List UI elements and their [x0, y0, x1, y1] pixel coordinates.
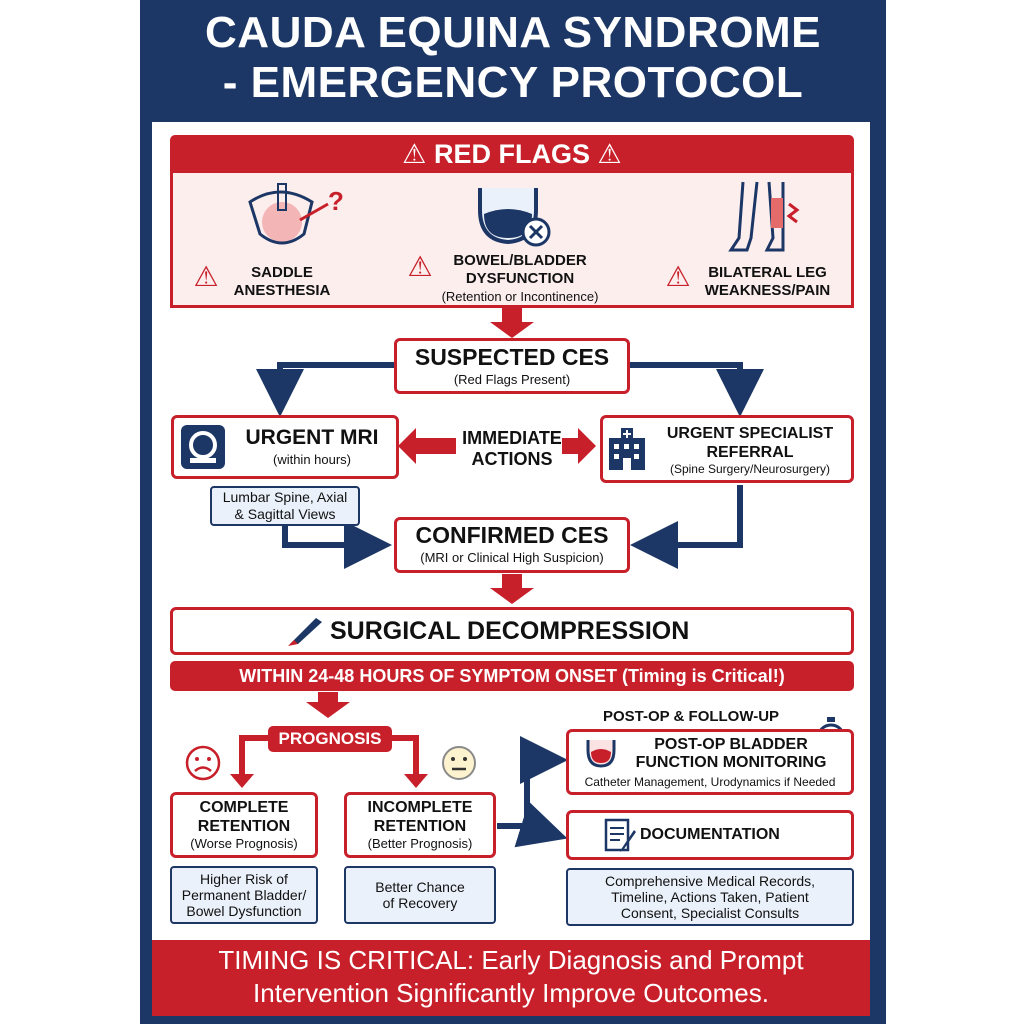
legs-icon [728, 181, 800, 252]
flag-line: BILATERAL LEG [708, 264, 827, 281]
immediate-line: IMMEDIATE [462, 428, 562, 448]
warning-icon: ⚠ [665, 261, 691, 292]
urgent-referral-sub: (Spine Surgery/Neurosurgery) [669, 462, 831, 476]
referral-line: REFERRAL [706, 444, 794, 461]
warning-icon: ⚠ [597, 139, 622, 169]
incomplete-retention-box [344, 792, 496, 858]
immediate-actions-arrows [398, 428, 596, 464]
mri-note-line: & Sagittal Views [234, 506, 336, 522]
complete-retention-box [170, 792, 318, 858]
title-line-2: - EMERGENCY PROTOCOL [222, 58, 804, 107]
navy-connectors [256, 362, 764, 848]
postop-bladder-sub: Catheter Management, Urodynamics if Need… [584, 775, 836, 789]
sad-face-icon [185, 745, 221, 781]
complete-note: Higher Risk of Permanent Bladder/ Bowel … [170, 871, 318, 919]
red-down-arrows [306, 308, 534, 718]
documentation-label: DOCUMENTATION [640, 826, 780, 843]
incomplete-line: RETENTION [373, 818, 467, 835]
flag-saddle-anesthesia: SADDLE ANESTHESIA [222, 264, 342, 300]
documentation-note-box [566, 868, 854, 926]
confirmed-ces-label: CONFIRMED CES [415, 522, 609, 548]
footer-message: TIMING IS CRITICAL: Early Diagnosis and … [152, 944, 870, 1010]
confirmed-ces-sub: (MRI or Clinical High Suspicion) [420, 550, 604, 565]
mri-note-line: Lumbar Spine, Axial [222, 489, 348, 505]
flag-line: WEAKNESS/PAIN [704, 282, 831, 299]
immediate-actions-label: IMMEDIATE ACTIONS [452, 428, 572, 470]
complete-retention-sub: (Worse Prognosis) [190, 836, 298, 851]
suspected-ces-label: SUSPECTED CES [414, 344, 610, 370]
prognosis-label: PROGNOSIS [268, 726, 392, 752]
mri-note: Lumbar Spine, Axial & Sagittal Views [210, 489, 360, 523]
pelvis-icon: ? [248, 183, 344, 245]
complete-note-line: Higher Risk of [200, 871, 288, 887]
urgent-referral-label: URGENT SPECIALIST REFERRAL [650, 424, 850, 462]
suspected-ces-sub: (Red Flags Present) [453, 372, 571, 387]
incomplete-retention-label: INCOMPLETE RETENTION [344, 798, 496, 836]
mri-note-box [210, 486, 360, 526]
documentation-note: Comprehensive Medical Records, Timeline,… [566, 873, 854, 921]
documentation-note-line: Comprehensive Medical Records, [604, 873, 816, 889]
referral-line: URGENT SPECIALIST [666, 425, 834, 442]
postop-bladder-line: FUNCTION MONITORING [635, 754, 827, 771]
complete-note-box [170, 866, 318, 924]
documentation-note-line: Consent, Specialist Consults [620, 905, 800, 921]
documentation-box [566, 810, 854, 860]
footer-line-2: Intervention Significantly Improve Outco… [253, 978, 769, 1008]
flag-line: DYSFUNCTION [465, 270, 575, 287]
complete-retention-label: COMPLETE RETENTION [170, 798, 318, 836]
bladder-icon [478, 188, 551, 247]
confirmed-ces-box [394, 517, 630, 573]
surgical-decompression-label: SURGICAL DECOMPRESSION [330, 617, 690, 645]
postop-bladder-label: POST-OP BLADDER FUNCTION MONITORING [616, 736, 846, 772]
red-flags-heading: RED FLAGS [433, 139, 590, 169]
incomplete-retention-sub: (Better Prognosis) [367, 836, 473, 851]
complete-note-line: Bowel Dysfunction [186, 903, 302, 919]
surgical-decompression-box [170, 607, 854, 655]
complete-note-line: Permanent Bladder/ [181, 887, 307, 903]
neutral-face-icon [442, 746, 476, 780]
hospital-icon [609, 428, 645, 470]
immediate-line: ACTIONS [471, 449, 553, 469]
scalpel-icon [288, 618, 322, 646]
complete-line: COMPLETE [199, 799, 289, 816]
mri-scanner-icon [181, 425, 225, 469]
urgent-mri-label: URGENT MRI [245, 426, 379, 449]
flag-line: BOWEL/BLADDER [453, 252, 587, 269]
suspected-ces-box [394, 338, 630, 394]
timing-banner: WITHIN 24-48 HOURS OF SYMPTOM ONSET (Tim… [170, 661, 854, 691]
warning-icon: ⚠ [402, 139, 427, 169]
flag-bowel-bladder: BOWEL/BLADDER DYSFUNCTION (Retention or … [415, 252, 625, 306]
footer-line-1: TIMING IS CRITICAL: Early Diagnosis and … [218, 945, 804, 975]
prognosis-branches [239, 735, 419, 778]
urgent-referral-box [600, 415, 854, 483]
red-flags-header: ⚠ RED FLAGS ⚠ [170, 135, 854, 173]
title-line-1: CAUDA EQUINA SYNDROME [205, 8, 821, 57]
urgent-mri-sub: (within hours) [272, 452, 352, 467]
incomplete-note-line: of Recovery [382, 895, 458, 911]
incomplete-line: INCOMPLETE [367, 799, 473, 816]
footer-banner [152, 940, 870, 1016]
page-title: CAUDA EQUINA SYNDROME - EMERGENCY PROTOC… [140, 8, 886, 108]
postop-bladder-line: POST-OP BLADDER [654, 736, 808, 753]
incomplete-note: Better Chance of Recovery [344, 879, 496, 911]
flag-line: ANESTHESIA [233, 282, 331, 299]
flag-line: SADDLE [251, 264, 313, 281]
incomplete-note-line: Better Chance [375, 879, 465, 895]
incomplete-note-box [344, 866, 496, 924]
documentation-note-line: Timeline, Actions Taken, Patient [611, 889, 809, 905]
document-icon [604, 818, 636, 852]
postop-heading: POST-OP & FOLLOW-UP [602, 708, 780, 725]
flag-sub: (Retention or Incontinence) [441, 289, 599, 304]
warning-icon: ⚠ [193, 261, 219, 292]
warning-icon: ⚠ [407, 251, 433, 282]
flag-bilateral-leg: BILATERAL LEG WEAKNESS/PAIN [690, 264, 845, 300]
complete-line: RETENTION [197, 818, 291, 835]
bladder-icon [586, 740, 616, 768]
svg-text:?: ? [328, 186, 344, 216]
